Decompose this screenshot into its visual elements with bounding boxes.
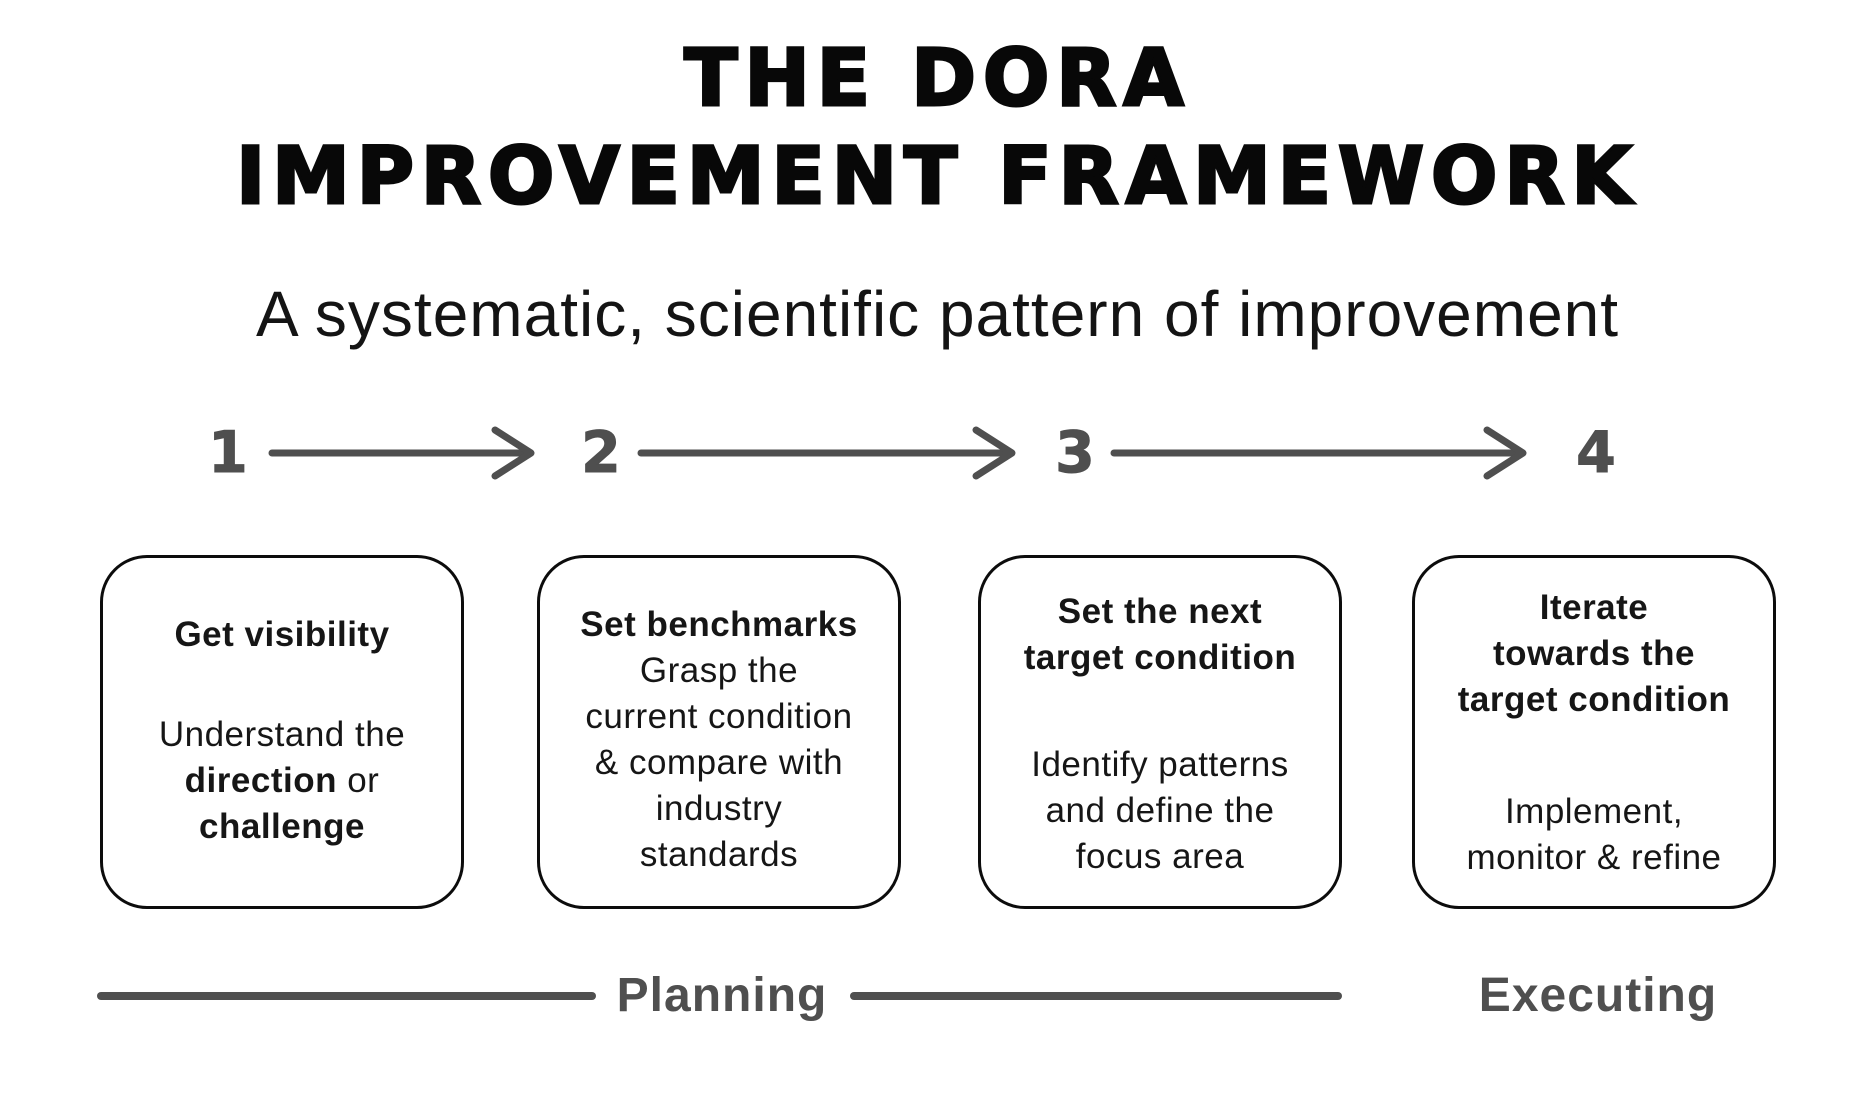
step-card-iterate-towards-target: Iterate towards the target condition Imp… <box>1412 555 1776 909</box>
step-number-2: 2 <box>581 420 622 486</box>
step-card-body: Understand the direction or challenge <box>158 715 406 846</box>
arrow-right-icon <box>268 426 535 480</box>
step-card-heading: Set benchmarks <box>580 605 858 644</box>
step-card-set-next-target-condition: Set the next target condition Identify p… <box>978 555 1342 909</box>
step-card-body: Grasp the current condition & compare wi… <box>585 651 853 874</box>
page-subtitle: A systematic, scientific pattern of impr… <box>255 278 1620 350</box>
planning-divider-line-left <box>97 992 596 1000</box>
step-card-heading: Set the next target condition <box>1023 592 1297 677</box>
step-card-body: Implement, monitor & refine <box>1466 792 1722 877</box>
step-card-set-benchmarks: Set benchmarks Grasp the current conditi… <box>537 555 901 909</box>
step-card-get-visibility: Get visibility Understand the direction … <box>100 555 464 909</box>
planning-divider-line-right <box>850 992 1342 1000</box>
arrow-right-icon <box>637 426 1016 480</box>
step-number-3: 3 <box>1055 420 1096 486</box>
step-card-heading: Iterate towards the target condition <box>1457 588 1731 719</box>
step-card-heading: Get visibility <box>174 615 390 654</box>
step-number-4: 4 <box>1576 420 1617 486</box>
phase-label-planning: Planning <box>616 969 828 1022</box>
step-number-1: 1 <box>208 420 249 486</box>
phase-label-executing: Executing <box>1478 969 1718 1022</box>
page-title: THE DORA IMPROVEMENT FRAMEWORK <box>235 33 1639 224</box>
step-card-body: Identify patterns and define the focus a… <box>1031 745 1289 876</box>
arrow-right-icon <box>1110 426 1527 480</box>
